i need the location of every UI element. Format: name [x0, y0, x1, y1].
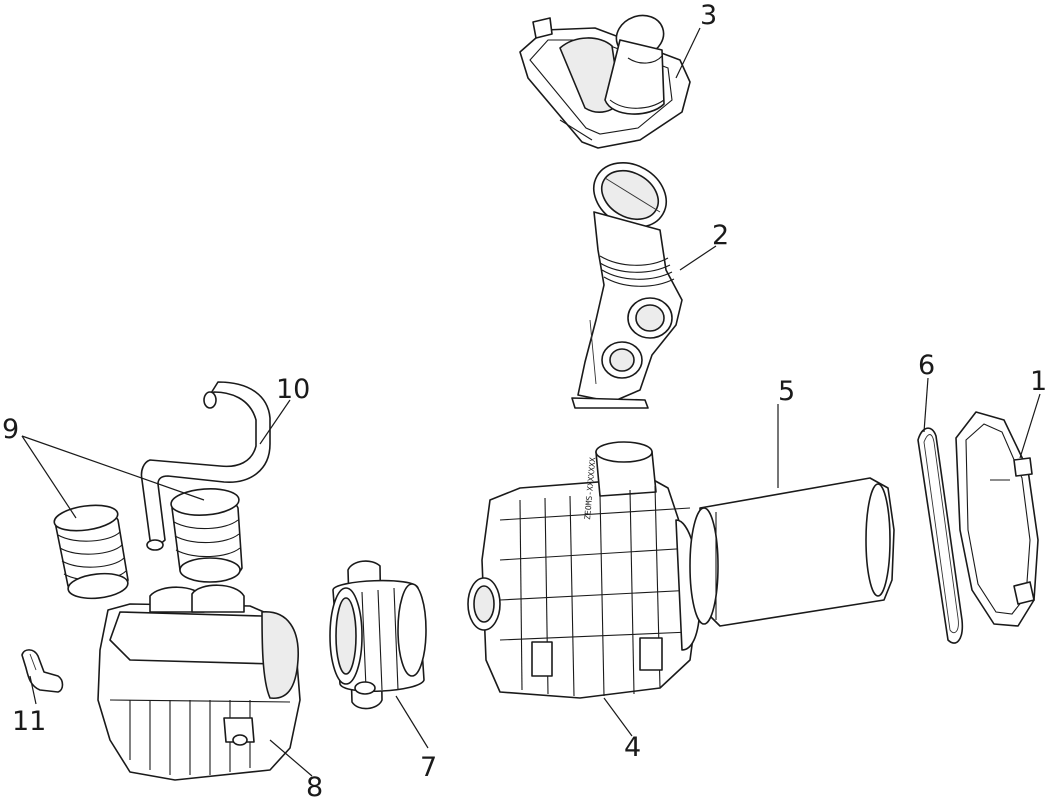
callout-8: 8 [306, 772, 323, 800]
part-8-lower-box [97, 584, 301, 781]
leader-1 [1019, 393, 1041, 459]
leader-lines [21, 27, 1041, 777]
leader-4 [603, 697, 633, 737]
callout-2: 2 [712, 220, 729, 251]
part-4-air-cleaner-housing: ZEOMS-XXXXXXX [467, 441, 701, 699]
callout-4: 4 [624, 732, 641, 763]
part-3-intake-hood [519, 14, 691, 149]
callout-1: 1 [1030, 366, 1047, 397]
leader-3 [675, 27, 701, 79]
callout-5: 5 [778, 376, 795, 407]
part-1-end-cover [955, 411, 1039, 627]
callout-11: 11 [12, 706, 46, 737]
part-9-coupling-hose-right [170, 488, 243, 583]
part-6-gasket [917, 427, 964, 644]
leader-8 [269, 739, 313, 777]
part-5-filter-element [689, 477, 895, 627]
callout-9: 9 [2, 414, 19, 445]
part-11-small-hose [21, 649, 64, 693]
leader-11 [29, 675, 37, 705]
part-2-intake-duct [571, 162, 683, 409]
part-7-mass-air-flow-sensor [329, 560, 427, 710]
callout-7: 7 [420, 752, 437, 783]
leader-6 [923, 377, 929, 433]
leader-2 [679, 245, 717, 271]
leader-10 [259, 399, 291, 445]
callout-6: 6 [918, 350, 935, 381]
part-9-coupling-hose-left [53, 504, 129, 600]
callout-3: 3 [700, 0, 717, 31]
leader-7 [395, 695, 429, 749]
leader-9b [21, 435, 205, 501]
callout-10: 10 [276, 374, 310, 405]
part-10-breather-hose [140, 381, 271, 551]
leader-9a [21, 435, 77, 519]
